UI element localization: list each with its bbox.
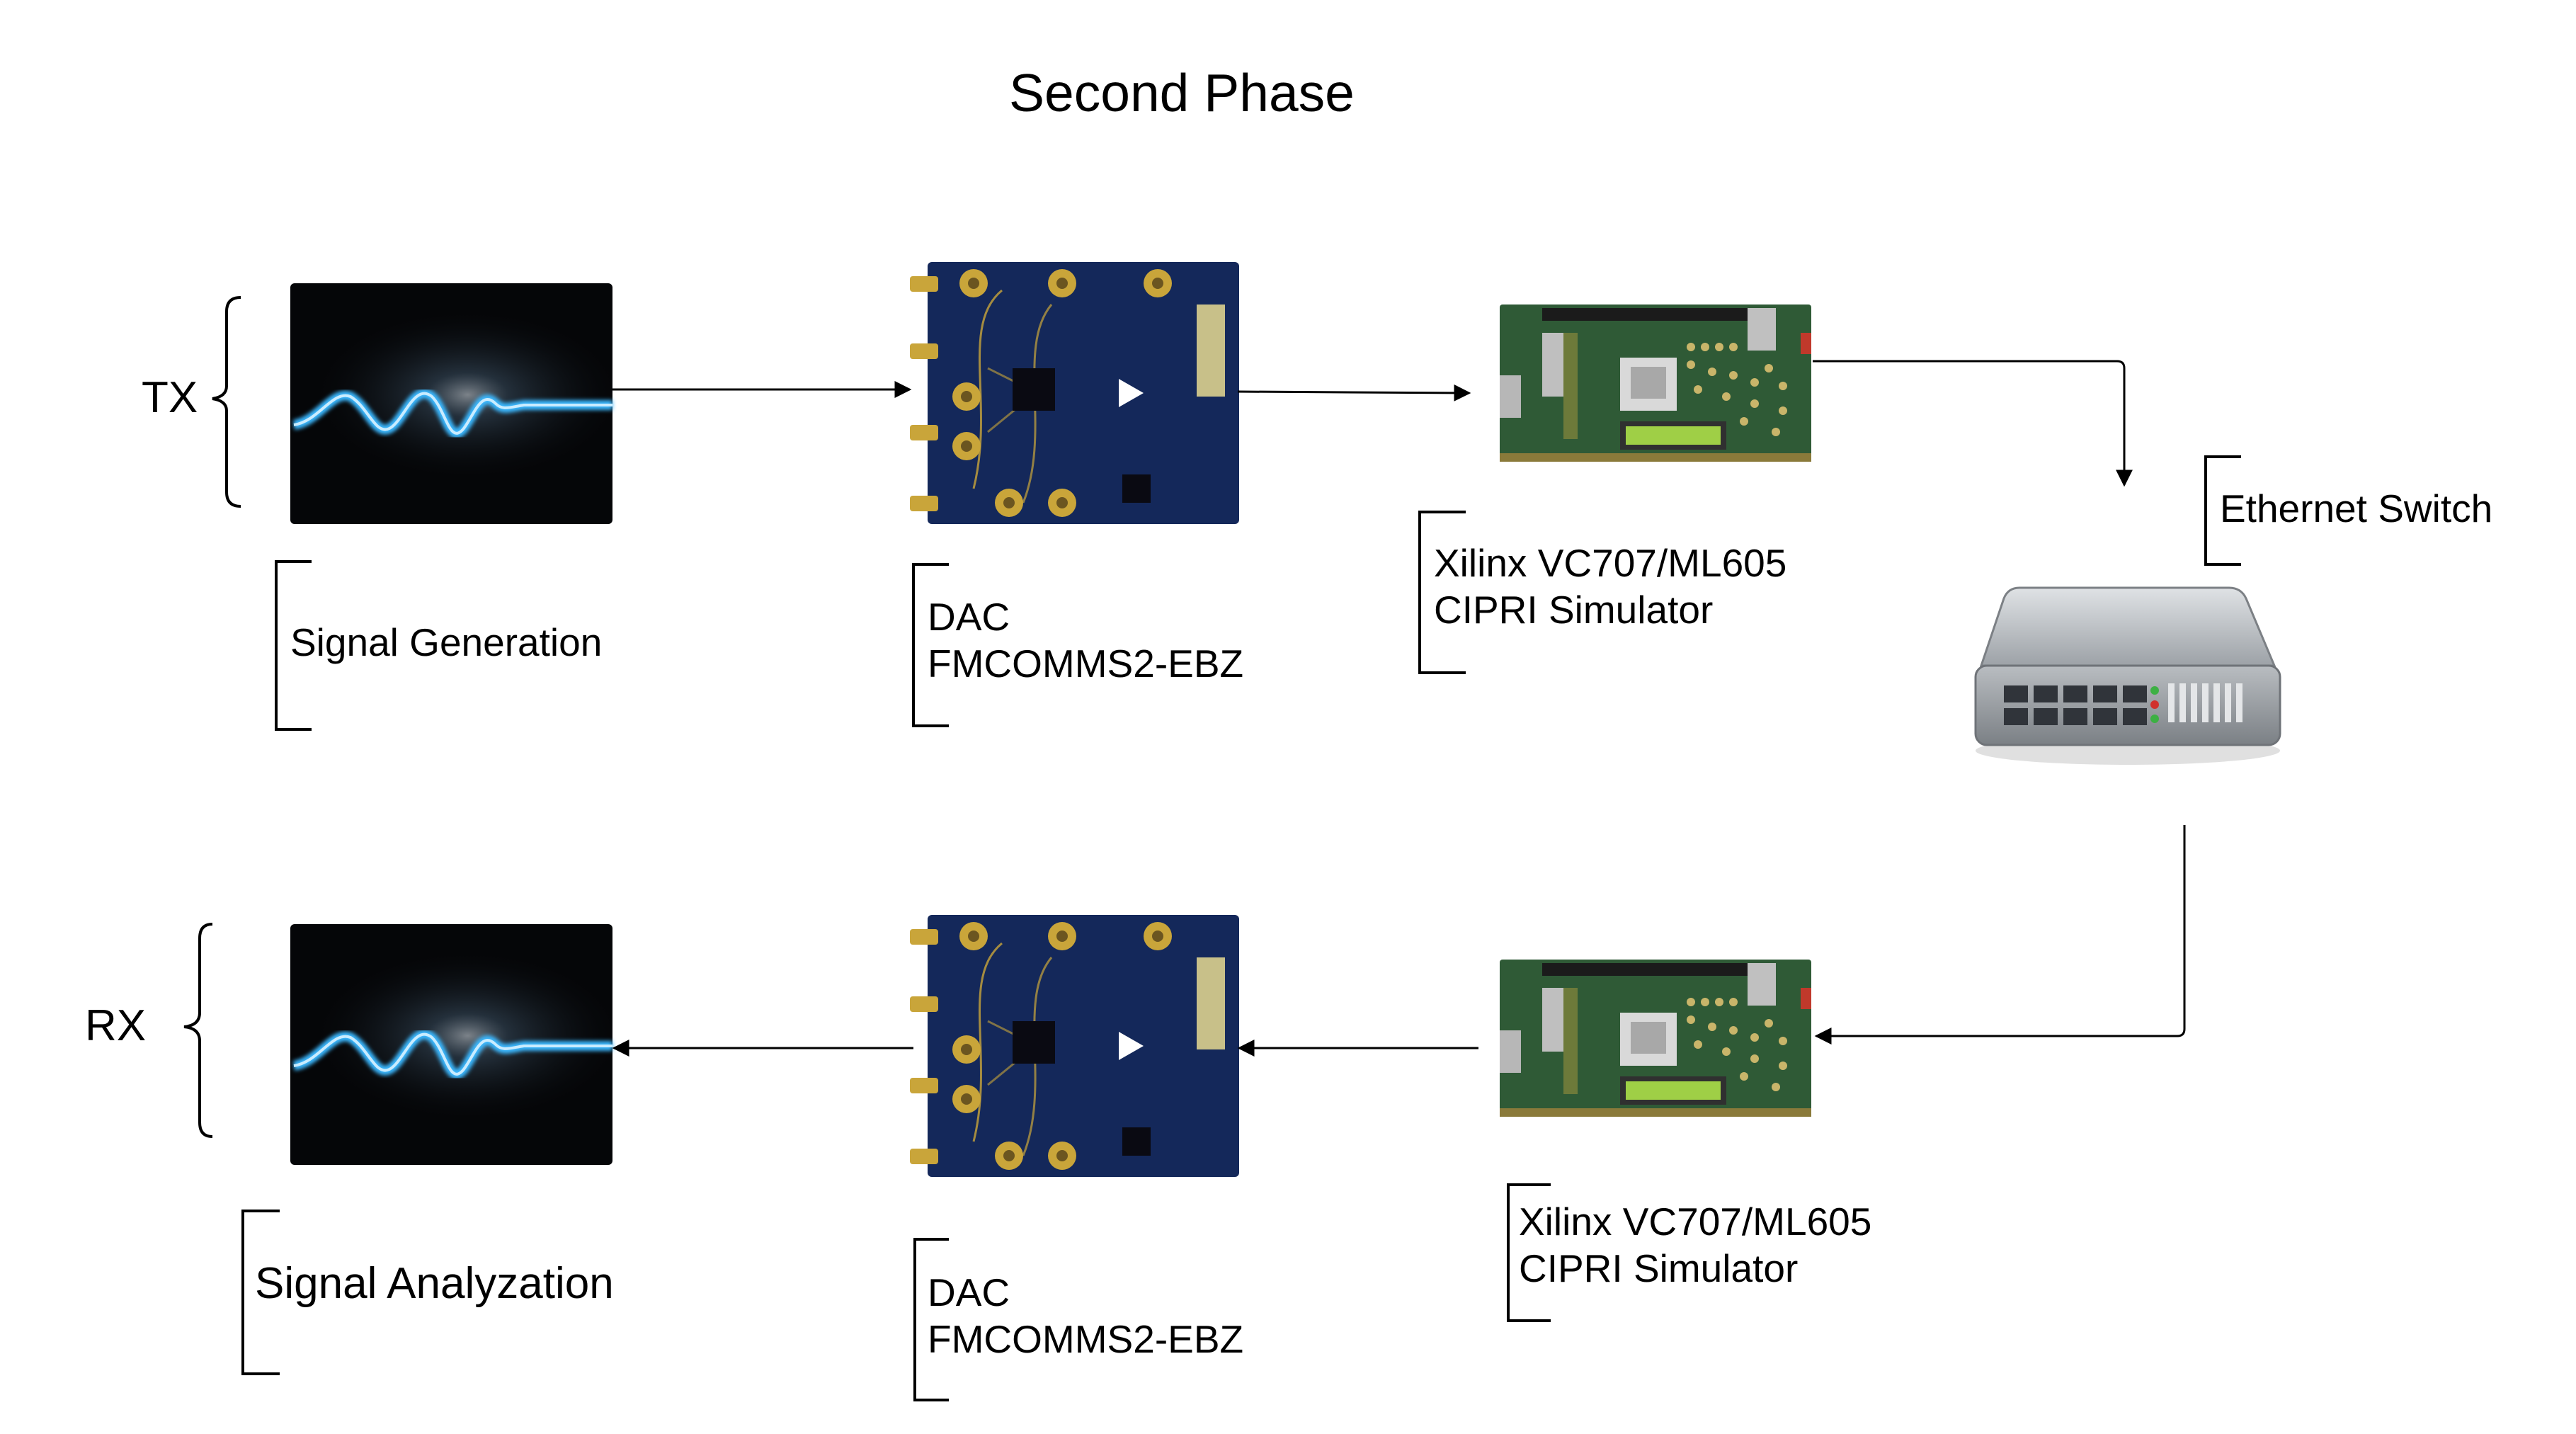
ethernet-switch-label: Ethernet Switch [2220, 486, 2493, 530]
dac-top-label-line1: DAC [928, 595, 1010, 639]
fpga-top-label-line1: Xilinx VC707/ML605 [1434, 541, 1787, 585]
bracket-fpga-bottom [1507, 1183, 1551, 1322]
dac-bottom-label: DAC FMCOMMS2-EBZ [928, 1269, 1243, 1362]
waveform-screen-icon [290, 924, 612, 1165]
fpga-bottom-label-line1: Xilinx VC707/ML605 [1519, 1200, 1872, 1244]
signal-generation-label: Signal Generation [290, 620, 603, 664]
fpga-board-icon [1500, 960, 1811, 1117]
dac-bottom-label-line2: FMCOMMS2-EBZ [928, 1317, 1244, 1361]
arrow-switch-to-fpga-bottom [1814, 825, 2186, 1045]
bracket-ethernet-switch [2204, 455, 2241, 566]
bracket-signal-analyzation [241, 1210, 280, 1375]
bracket-signal-generation [275, 560, 312, 731]
dac-board-icon [908, 261, 1241, 525]
signal-analyzation-label: Signal Analyzation [255, 1259, 614, 1308]
bracket-fpga-top [1418, 511, 1466, 674]
dac-bottom-label-line1: DAC [928, 1270, 1010, 1314]
dac-top-label: DAC FMCOMMS2-EBZ [928, 593, 1243, 687]
fpga-board-icon [1500, 305, 1811, 462]
arrow-dac-to-fpga-top [1237, 384, 1471, 402]
page-title: Second Phase [1009, 63, 1355, 123]
arrow-fpga-to-switch [1813, 360, 2133, 487]
rx-brace [183, 923, 213, 1138]
fpga-bottom-label: Xilinx VC707/ML605 CIPRI Simulator [1519, 1198, 1871, 1292]
tx-brace [212, 296, 241, 508]
ethernet-switch-icon [1974, 586, 2281, 765]
dac-top-label-line2: FMCOMMS2-EBZ [928, 642, 1244, 685]
fpga-top-label: Xilinx VC707/ML605 CIPRI Simulator [1434, 540, 1786, 633]
bracket-dac-top [912, 563, 949, 727]
rx-label: RX [85, 1001, 147, 1050]
bracket-dac-bottom [913, 1238, 949, 1401]
fpga-top-label-line2: CIPRI Simulator [1434, 588, 1714, 632]
waveform-screen-icon [290, 283, 612, 524]
dac-board-icon [908, 914, 1241, 1178]
fpga-bottom-label-line2: CIPRI Simulator [1519, 1246, 1799, 1290]
tx-label: TX [142, 373, 198, 422]
